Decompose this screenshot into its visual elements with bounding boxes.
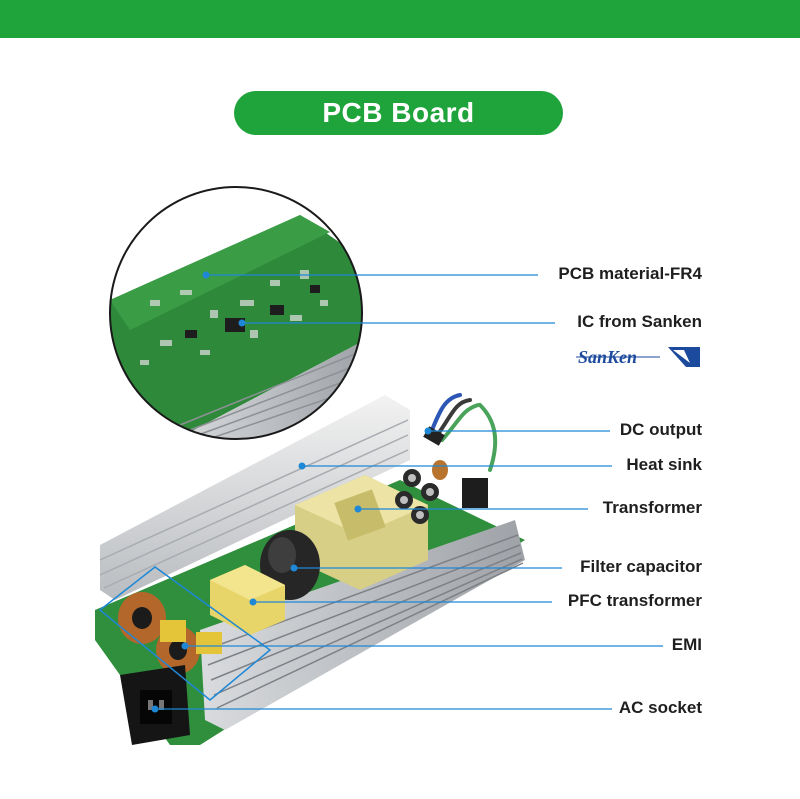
emi-coils — [118, 592, 222, 674]
top-banner — [0, 0, 800, 38]
marker-pfc-transformer — [249, 598, 257, 606]
label-transformer: Transformer — [602, 498, 702, 517]
label-filter-capacitor: Filter capacitor — [580, 557, 702, 576]
label-pcb-material: PCB material-FR4 — [558, 264, 702, 283]
label-pfc-transformer: PFC transformer — [567, 591, 702, 610]
label-ic-from-sanken: IC from Sanken — [577, 312, 702, 331]
marker-pcb-material — [202, 271, 210, 279]
sanken-logo-text: SanKen — [578, 347, 637, 367]
marker-filter-capacitor — [290, 564, 298, 572]
marker-ac-socket — [151, 705, 159, 713]
leader-lines — [155, 274, 663, 710]
output-capacitors — [395, 469, 439, 524]
label-ac-socket: AC socket — [618, 698, 702, 717]
emi-highlight-outline — [98, 566, 272, 701]
sanken-logo: SanKen — [576, 347, 700, 367]
marker-ic — [238, 319, 246, 327]
label-emi: EMI — [671, 635, 702, 654]
power-supply-unit — [95, 393, 525, 745]
label-dc-output: DC output — [619, 420, 702, 439]
marker-dc-output — [424, 427, 432, 435]
magnified-pcb-view — [109, 186, 363, 440]
marker-heat-sink — [298, 462, 306, 470]
ac-socket — [120, 665, 190, 745]
label-heat-sink: Heat sink — [626, 455, 702, 474]
marker-emi — [181, 642, 189, 650]
page-title: PCB Board — [234, 91, 563, 135]
marker-transformer — [354, 505, 362, 513]
